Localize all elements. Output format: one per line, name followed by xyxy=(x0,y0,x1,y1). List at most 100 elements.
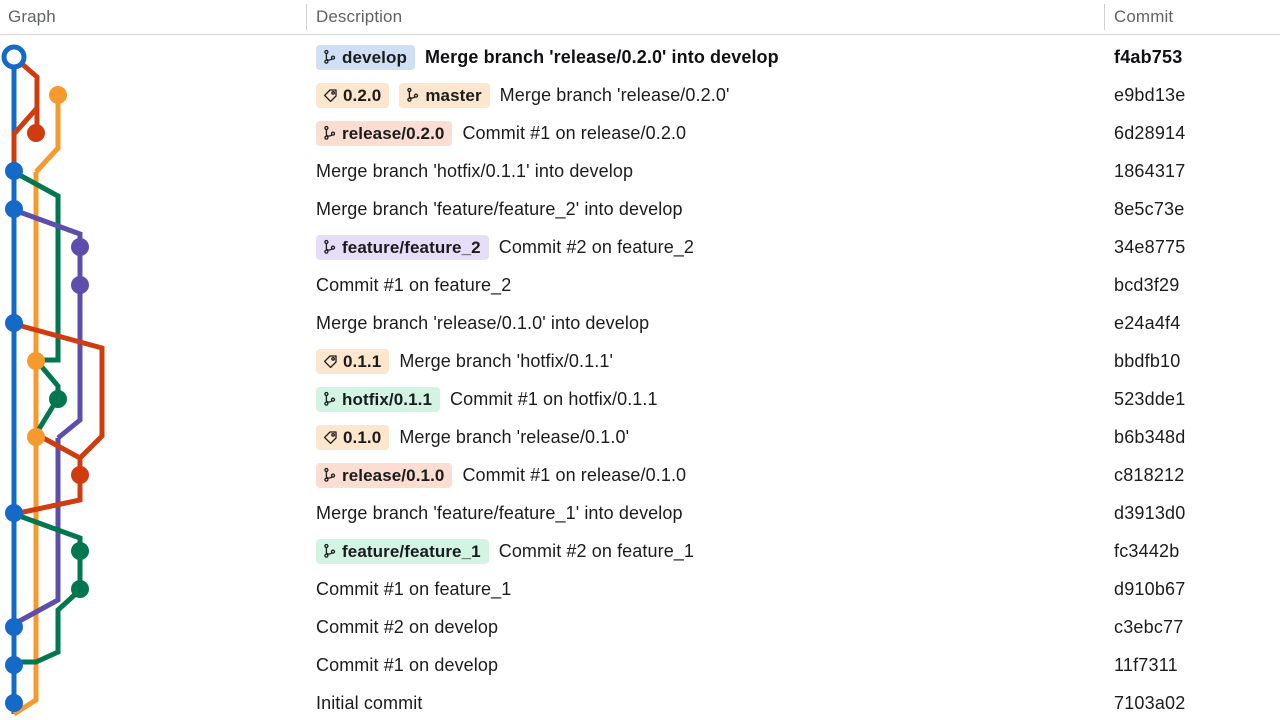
commit-message: Initial commit xyxy=(316,692,423,713)
badge-label: 0.1.0 xyxy=(343,427,382,447)
commit-row[interactable]: Commit #2 on develop c3ebc77 xyxy=(0,608,1280,646)
commit-message: Commit #1 on develop xyxy=(316,654,499,675)
badge-label: master xyxy=(425,85,482,105)
commit-row[interactable]: 0.1.0 Merge branch 'release/0.1.0' b6b348d xyxy=(0,418,1280,456)
commit-hash[interactable]: c3ebc77 xyxy=(1114,616,1184,637)
branch-badge[interactable]: feature/feature_2 xyxy=(316,234,489,260)
badge-label: release/0.2.0 xyxy=(342,123,445,143)
commit-description-cell: release/0.2.0 Commit #1 on release/0.2.0 xyxy=(316,114,686,152)
commit-row[interactable]: Merge branch 'feature/feature_1' into de… xyxy=(0,494,1280,532)
commit-row[interactable]: feature/feature_2 Commit #2 on feature_2 3… xyxy=(0,228,1280,266)
commit-message: Commit #1 on feature_2 xyxy=(316,274,512,295)
commit-message: Commit #1 on hotfix/0.1.1 xyxy=(450,388,658,409)
commit-message: Commit #1 on release/0.2.0 xyxy=(462,122,687,143)
commit-description-cell: 0.1.1 Merge branch 'hotfix/0.1.1' xyxy=(316,342,613,380)
commit-hash[interactable]: b6b348d xyxy=(1114,426,1186,447)
branch-badge[interactable]: feature/feature_1 xyxy=(316,538,489,564)
commit-row[interactable]: develop Merge branch 'release/0.2.0' into… xyxy=(0,38,1280,76)
branch-icon xyxy=(324,125,336,140)
commit-row[interactable]: Commit #1 on feature_1 d910b67 xyxy=(0,570,1280,608)
commit-row[interactable]: Initial commit 7103a02 xyxy=(0,684,1280,720)
commit-message: Merge branch 'hotfix/0.1.1' xyxy=(399,350,614,371)
branch-icon xyxy=(324,467,336,482)
commit-row[interactable]: Commit #1 on feature_2 bcd3f29 xyxy=(0,266,1280,304)
column-header-description[interactable]: Description xyxy=(316,7,403,26)
commit-description-cell: Commit #1 on feature_2 xyxy=(316,266,511,304)
commit-message: Merge branch 'release/0.1.0' into develo… xyxy=(316,312,650,333)
commit-hash[interactable]: e24a4f4 xyxy=(1114,312,1181,333)
commit-message: Merge branch 'release/0.2.0' into develo… xyxy=(424,46,779,67)
commit-description-cell: develop Merge branch 'release/0.2.0' into… xyxy=(316,38,779,76)
column-header-commit[interactable]: Commit xyxy=(1114,7,1174,26)
commit-description-cell: Merge branch 'release/0.1.0' into develo… xyxy=(316,304,649,342)
badge-label: feature/feature_2 xyxy=(342,237,481,257)
badge-label: feature/feature_1 xyxy=(342,541,481,561)
commit-row[interactable]: Merge branch 'hotfix/0.1.1' into develop… xyxy=(0,152,1280,190)
commit-hash[interactable]: 7103a02 xyxy=(1114,692,1186,713)
tag-icon xyxy=(323,430,337,444)
commit-description-cell: Commit #1 on feature_1 xyxy=(316,570,511,608)
commit-message: Merge branch 'release/0.1.0' xyxy=(399,426,630,447)
badge-label: develop xyxy=(342,47,407,67)
commit-message: Commit #2 on feature_1 xyxy=(498,540,695,561)
commit-hash[interactable]: d3913d0 xyxy=(1114,502,1186,523)
commit-message: Commit #2 on develop xyxy=(316,616,499,637)
commit-hash[interactable]: bbdfb10 xyxy=(1114,350,1181,371)
branch-badge[interactable]: develop xyxy=(316,44,415,70)
commit-description-cell: Merge branch 'hotfix/0.1.1' into develop xyxy=(316,152,633,190)
branch-icon xyxy=(324,391,336,406)
column-header-graph[interactable]: Graph xyxy=(8,7,56,26)
commit-message: Commit #2 on feature_2 xyxy=(498,236,695,257)
commit-description-cell: hotfix/0.1.1 Commit #1 on hotfix/0.1.1 xyxy=(316,380,658,418)
branch-badge[interactable]: hotfix/0.1.1 xyxy=(316,386,441,412)
commit-list: develop Merge branch 'release/0.2.0' into… xyxy=(0,35,1280,720)
badge-label: 0.2.0 xyxy=(343,85,382,105)
branch-badge[interactable]: release/0.2.0 xyxy=(316,120,453,146)
branch-badge[interactable]: release/0.1.0 xyxy=(316,462,453,488)
badge-label: 0.1.1 xyxy=(343,351,382,371)
tag-badge[interactable]: 0.1.0 xyxy=(316,424,390,450)
commit-description-cell: Initial commit xyxy=(316,684,422,720)
commit-hash[interactable]: f4ab753 xyxy=(1114,46,1183,67)
header-divider-commit xyxy=(1104,4,1105,30)
commit-description-cell: Merge branch 'feature/feature_1' into de… xyxy=(316,494,683,532)
tag-badge[interactable]: 0.2.0 xyxy=(316,82,390,108)
commit-hash[interactable]: fc3442b xyxy=(1114,540,1180,561)
commit-row[interactable]: 0.1.1 Merge branch 'hotfix/0.1.1' bbdfb10 xyxy=(0,342,1280,380)
branch-icon xyxy=(324,49,336,64)
commit-message: Commit #1 on release/0.1.0 xyxy=(462,464,687,485)
branch-icon xyxy=(407,87,419,102)
commit-row[interactable]: Merge branch 'release/0.1.0' into develo… xyxy=(0,304,1280,342)
commit-hash[interactable]: d910b67 xyxy=(1114,578,1186,599)
header-divider-description xyxy=(306,4,307,30)
commit-description-cell: feature/feature_2 Commit #2 on feature_2 xyxy=(316,228,694,266)
commit-description-cell: Commit #1 on develop xyxy=(316,646,498,684)
commit-row[interactable]: release/0.2.0 Commit #1 on release/0.2.0 6… xyxy=(0,114,1280,152)
commit-message: Commit #1 on feature_1 xyxy=(316,578,512,599)
commit-row[interactable]: Commit #1 on develop 11f7311 xyxy=(0,646,1280,684)
commit-hash[interactable]: 11f7311 xyxy=(1114,654,1178,675)
commit-row[interactable]: release/0.1.0 Commit #1 on release/0.1.0 c… xyxy=(0,456,1280,494)
commit-hash[interactable]: 523dde1 xyxy=(1114,388,1186,409)
commit-message: Merge branch 'feature/feature_1' into de… xyxy=(316,502,683,523)
commit-hash[interactable]: bcd3f29 xyxy=(1114,274,1180,295)
tag-icon xyxy=(323,354,337,368)
commit-description-cell: feature/feature_1 Commit #2 on feature_1 xyxy=(316,532,694,570)
commit-hash[interactable]: 6d28914 xyxy=(1114,122,1186,143)
commit-hash[interactable]: c818212 xyxy=(1114,464,1185,485)
commit-hash[interactable]: 34e8775 xyxy=(1114,236,1186,257)
tag-icon xyxy=(323,88,337,102)
commit-hash[interactable]: e9bd13e xyxy=(1114,84,1186,105)
commit-hash[interactable]: 8e5c73e xyxy=(1114,198,1185,219)
table-header: Graph Description Commit xyxy=(0,0,1280,35)
branch-badge[interactable]: master xyxy=(399,82,490,108)
commit-row[interactable]: Merge branch 'feature/feature_2' into de… xyxy=(0,190,1280,228)
commit-hash[interactable]: 1864317 xyxy=(1114,160,1186,181)
tag-badge[interactable]: 0.1.1 xyxy=(316,348,390,374)
commit-message: Merge branch 'hotfix/0.1.1' into develop xyxy=(316,160,634,181)
commit-row[interactable]: hotfix/0.1.1 Commit #1 on hotfix/0.1.1 523… xyxy=(0,380,1280,418)
